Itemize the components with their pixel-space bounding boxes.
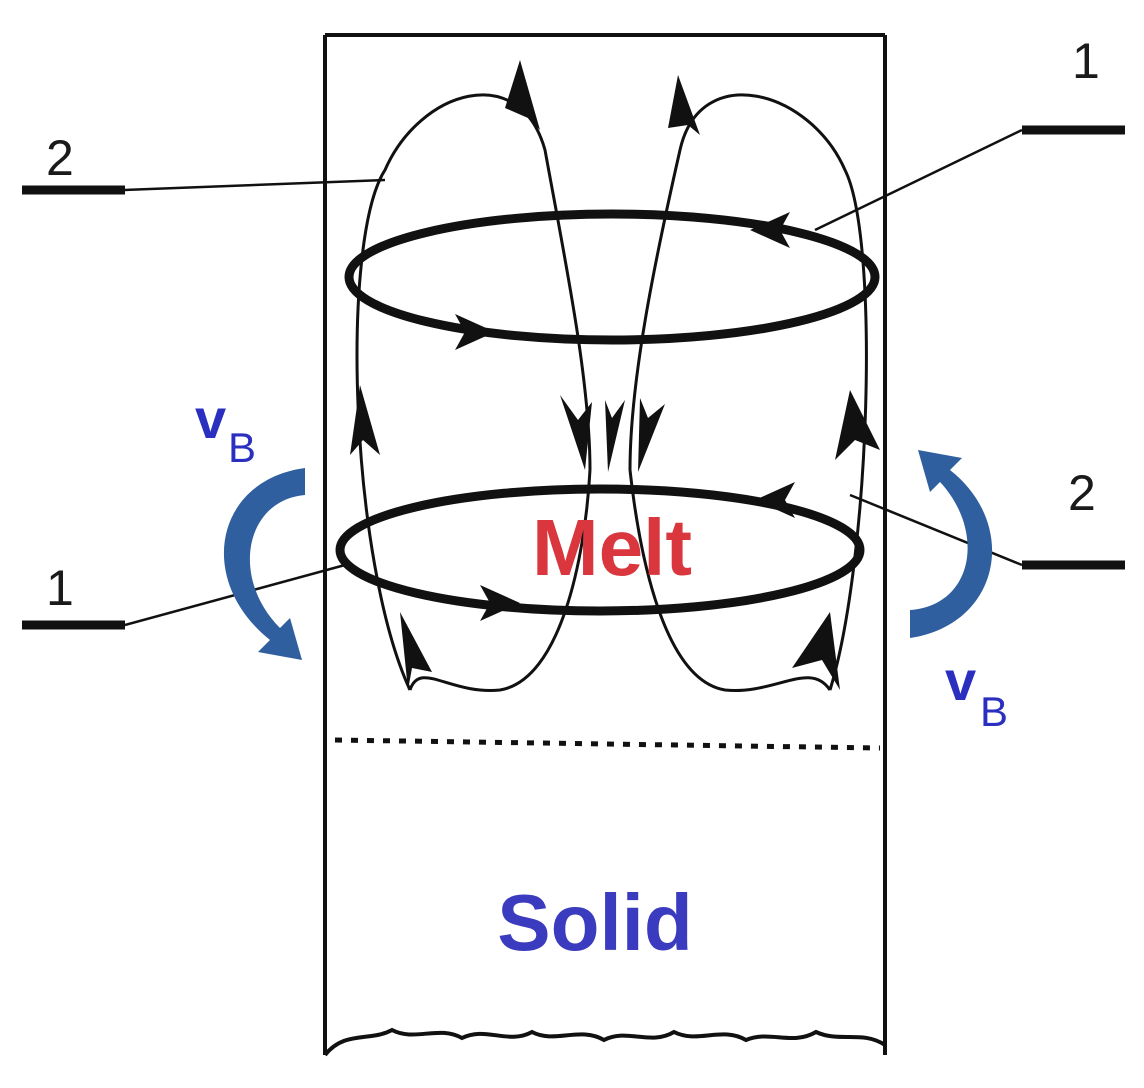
melt-solid-interface xyxy=(334,737,881,751)
azimuthal-flow-loops xyxy=(335,209,880,616)
solid-label: Solid xyxy=(497,878,693,967)
svg-text:B: B xyxy=(228,424,256,471)
label-2-top-left: 2 xyxy=(46,130,74,186)
crucible-outline xyxy=(323,33,887,1057)
melt-label: Melt xyxy=(532,503,692,592)
velocity-label-right: v B xyxy=(945,649,1008,735)
label-1-mid-left: 1 xyxy=(46,560,74,616)
label-2-mid-right: 2 xyxy=(1068,465,1096,521)
svg-text:v: v xyxy=(195,387,226,450)
meridional-flow-arrows xyxy=(350,60,880,690)
svg-text:v: v xyxy=(945,649,976,712)
velocity-label-left: v B xyxy=(195,387,256,471)
rotation-arrow-left xyxy=(223,468,305,660)
rotation-arrow-right xyxy=(910,450,993,638)
azimuthal-flow-arrows xyxy=(455,212,795,621)
label-1-top-right: 1 xyxy=(1072,33,1100,89)
svg-text:B: B xyxy=(980,688,1008,735)
meridional-flow-loops xyxy=(355,93,868,692)
